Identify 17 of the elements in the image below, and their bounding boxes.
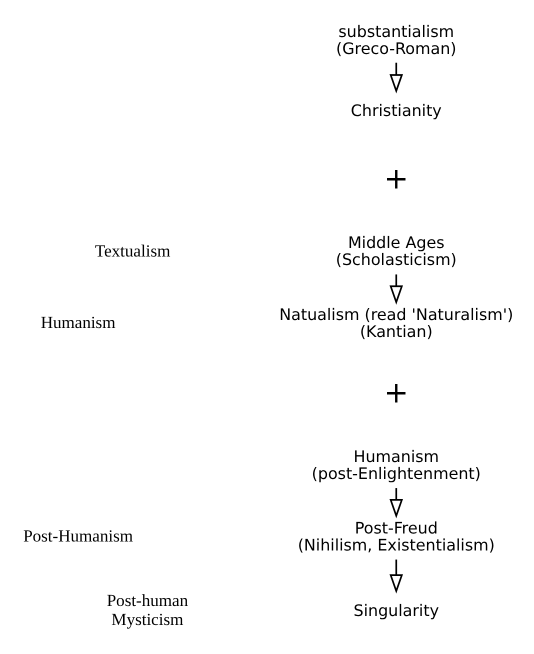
arrow (390, 488, 404, 518)
label: Humanism (40, 312, 116, 332)
node-text: substantialism (Greco-Roman) (336, 21, 457, 58)
label: Textualism (94, 240, 170, 260)
node-text: Post-Freud (Nihilism, Existentialism) (298, 518, 495, 554)
label: + (384, 161, 409, 196)
arrow (390, 274, 404, 304)
node-text: Middle Ages (Scholasticism) (336, 232, 457, 269)
node-text: Singularity (354, 600, 439, 620)
arrow (390, 559, 404, 594)
node-text: Natualism (read 'Naturalism') (Kantian) (279, 304, 514, 340)
node-text: Christianity (350, 100, 442, 120)
node-text: Humanism (post-Enlightenment) (312, 446, 481, 482)
label: Post-Humanism (23, 526, 133, 546)
label: Post-human Mysticism (106, 590, 188, 629)
arrow (390, 62, 404, 94)
label: + (384, 374, 409, 409)
